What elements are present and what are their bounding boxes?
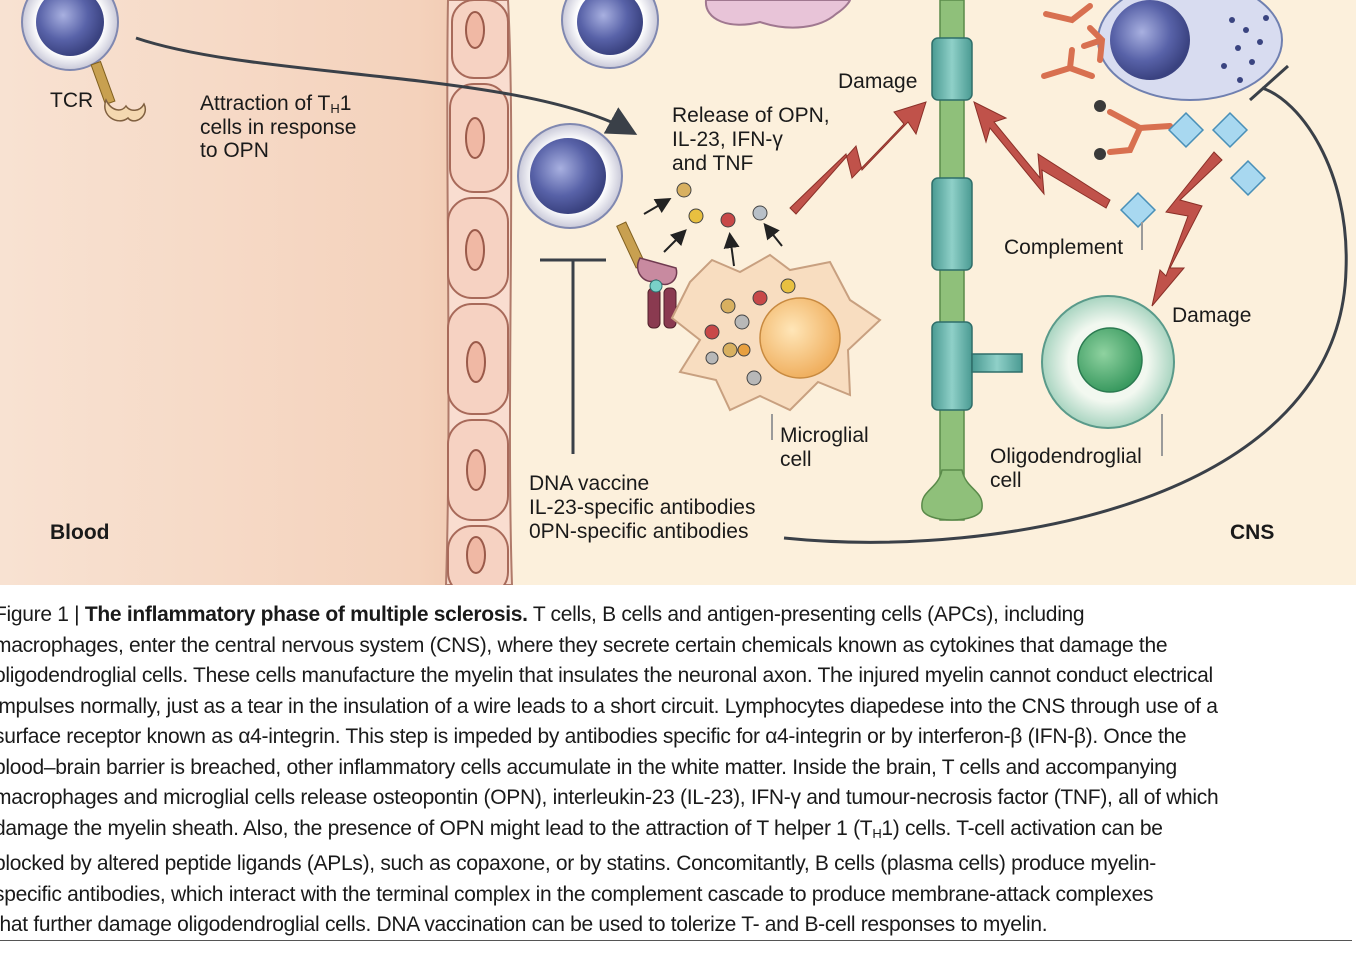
blood-brain-barrier (444, 0, 514, 597)
caption-prefix: Figure 1 | (0, 603, 85, 626)
caption-title: The inflammatory phase of multiple scler… (84, 603, 528, 626)
inhibition-curve (783, 86, 1348, 544)
attraction-text-1: Attraction of T (200, 92, 331, 115)
attraction-arrow (135, 36, 638, 135)
cytokines (676, 182, 768, 228)
caption-line-4: impulses normally, just as a tear in the… (0, 694, 1218, 718)
damage-label-top: Damage (838, 70, 918, 93)
therapy-inhibition (540, 258, 606, 454)
microglial-label-2: cell (780, 448, 812, 471)
antibodies (1041, 3, 1173, 155)
attraction-sub: H (330, 101, 340, 116)
cns-label: CNS (1230, 521, 1275, 544)
oligo-label-1: Oligodendroglial (990, 445, 1142, 468)
caption-rule (0, 940, 1352, 941)
plasma-cell (1097, 0, 1283, 101)
blood-label: Blood (50, 521, 110, 544)
release-label-1: Release of OPN, (672, 104, 830, 127)
complement-proteins (1119, 111, 1267, 229)
t-cell-top (561, 0, 659, 69)
caption-line-7: macrophages and microglial cells release… (0, 786, 1219, 809)
therapy-label-3: 0PN-specific antibodies (529, 520, 749, 543)
complement-label: Complement (1004, 236, 1124, 259)
t-cell-blood (21, 0, 147, 122)
damage-label-right: Damage (1172, 304, 1252, 327)
release-label-2: IL-23, IFN-γ (672, 128, 783, 151)
blood-region (0, 0, 520, 585)
damage-bolts (789, 101, 1223, 307)
t-cell-cns (517, 123, 678, 329)
oligodendroglial-cell (1041, 295, 1175, 429)
therapy-label-2: IL-23-specific antibodies (529, 496, 756, 519)
leader-lines (771, 222, 1163, 456)
caption-line-8-sub: H (872, 825, 882, 841)
diagram-canvas (0, 0, 1356, 597)
caption-line-8a: damage the myelin sheath. Also, the pres… (0, 816, 873, 840)
inhibition-bar-right (1248, 64, 1290, 102)
attraction-label-3: to OPN (200, 139, 269, 162)
caption-line-8b: 1) cells. T-cell activation can be (881, 816, 1163, 840)
attraction-label-2: cells in response (200, 116, 357, 139)
caption-line-8: damage the myelin sheath. Also, the pres… (0, 814, 1350, 850)
myelinated-axon (921, 0, 1023, 521)
caption-line-1-rest: T cells, B cells and antigen-presenting … (527, 603, 1085, 626)
attraction-label: Attraction of TH1 (200, 92, 351, 121)
cell-fragment-top (704, 0, 852, 29)
cytokine-arrows (643, 197, 783, 267)
caption-line-1: Figure 1 | The inflammatory phase of mul… (0, 600, 1350, 631)
oligo-label-2: cell (990, 469, 1022, 492)
caption-line-9: blocked by altered peptide ligands (APLs… (0, 852, 1156, 875)
caption-line-5: surface receptor known as α4-integrin. T… (0, 725, 1187, 748)
caption-line-10: specific antibodies, which interact with… (0, 882, 1154, 906)
caption-line-11: that further damage oligodendroglial cel… (0, 913, 1048, 936)
caption-line-2: macrophages, enter the central nervous s… (0, 633, 1168, 657)
attraction-text-1-end: 1 (339, 92, 352, 115)
caption-line-6: blood–brain barrier is breached, other i… (0, 755, 1177, 779)
figure-caption: Figure 1 | The inflammatory phase of mul… (0, 600, 1350, 941)
tcr-label: TCR (50, 89, 94, 112)
ms-inflammation-diagram: TCR Attraction of TH1 cells in response … (0, 0, 1356, 597)
therapy-label-1: DNA vaccine (529, 472, 650, 495)
microglial-label-1: Microglial (780, 424, 869, 447)
microglial-cell (670, 253, 882, 412)
complement-dots (1094, 100, 1106, 160)
tcr-receptor (104, 98, 147, 122)
caption-line-3: oligodendroglial cells. These cells manu… (0, 664, 1213, 687)
release-label-3: and TNF (672, 152, 754, 175)
